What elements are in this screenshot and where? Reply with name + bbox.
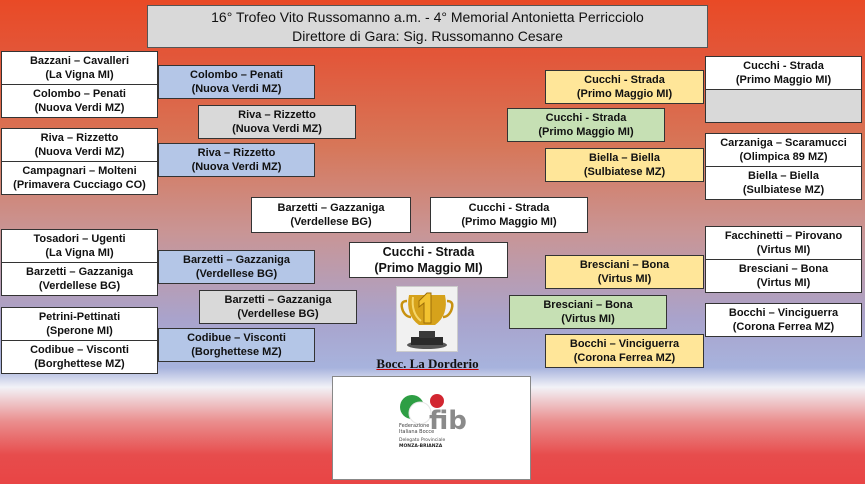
left-r3-team-2: Barzetti – Gazzaniga(Verdellese BG) <box>199 290 357 324</box>
left-r1-team-7: Petrini-Pettinati(Sperone MI) <box>1 307 158 341</box>
fib-logo: fib Federazione Italiana Bocce Delegato … <box>332 376 531 480</box>
right-r2-team-4: Bocchi – Vinciguerra(Corona Ferrea MZ) <box>545 334 704 368</box>
left-r3-team-1: Riva – Rizzetto(Nuova Verdi MZ) <box>198 105 356 139</box>
tournament-title: 16° Trofeo Vito Russomanno a.m. - 4° Mem… <box>211 9 644 25</box>
left-r2-team-2: Riva – Rizzetto(Nuova Verdi MZ) <box>158 143 315 177</box>
left-r1-team-5: Tosadori – Ugenti(La Vigna MI) <box>1 229 158 263</box>
left-r2-team-3: Barzetti – Gazzaniga(Verdellese BG) <box>158 250 315 284</box>
right-r1-empty-slot <box>705 89 862 123</box>
logo-org-line2: Italiana Bocce <box>399 429 434 435</box>
logo-org-line1: Federazione <box>399 423 429 429</box>
logo-delegation: Delegato Provinciale <box>399 437 445 443</box>
host-club-name: Bocc. La Dorderio <box>376 356 479 371</box>
left-r2-team-1: Colombo – Penati(Nuova Verdi MZ) <box>158 65 315 99</box>
left-r2-team-4: Codibue – Visconti(Borghettese MZ) <box>158 328 315 362</box>
trophy-number-one-icon <box>396 286 458 352</box>
right-r2-team-1: Cucchi - Strada(Primo Maggio MI) <box>545 70 704 104</box>
right-r1-team-4: Biella – Biella(Sulbiatese MZ) <box>705 166 862 200</box>
right-r1-team-5: Facchinetti – Pirovano(Virtus MI) <box>705 226 862 260</box>
left-r1-team-6: Barzetti – Gazzaniga(Verdellese BG) <box>1 262 158 296</box>
left-r1-team-4: Campagnari – Molteni(Primavera Cucciago … <box>1 161 158 195</box>
right-r1-team-3: Carzaniga – Scaramucci(Olimpica 89 MZ) <box>705 133 862 167</box>
right-r2-team-2: Biella – Biella(Sulbiatese MZ) <box>545 148 704 182</box>
race-director: Direttore di Gara: Sig. Russomanno Cesar… <box>292 28 563 44</box>
svg-text:fib: fib <box>429 406 467 436</box>
left-r1-team-3: Riva – Rizzetto(Nuova Verdi MZ) <box>1 128 158 162</box>
left-r1-team-2: Colombo – Penati(Nuova Verdi MZ) <box>1 84 158 118</box>
tournament-header: 16° Trofeo Vito Russomanno a.m. - 4° Mem… <box>147 5 708 48</box>
right-r1-team-1: Cucchi - Strada(Primo Maggio MI) <box>705 56 862 90</box>
right-r2-team-3: Bresciani – Bona(Virtus MI) <box>545 255 704 289</box>
right-r3-team-2: Bresciani – Bona(Virtus MI) <box>509 295 667 329</box>
left-r1-team-1: Bazzani – Cavalleri(La Vigna MI) <box>1 51 158 85</box>
right-r1-team-7: Bocchi – Vinciguerra(Corona Ferrea MZ) <box>705 303 862 337</box>
tournament-winner: Cucchi - Strada(Primo Maggio MI) <box>349 242 508 278</box>
left-r1-team-8: Codibue – Visconti(Borghettese MZ) <box>1 340 158 374</box>
logo-province: MONZA-BRIANZA <box>399 443 443 449</box>
left-semifinal-team: Barzetti – Gazzaniga(Verdellese BG) <box>251 197 411 233</box>
right-r1-team-6: Bresciani – Bona(Virtus MI) <box>705 259 862 293</box>
right-r3-team-1: Cucchi - Strada(Primo Maggio MI) <box>507 108 665 142</box>
right-semifinal-team: Cucchi - Strada(Primo Maggio MI) <box>430 197 588 233</box>
